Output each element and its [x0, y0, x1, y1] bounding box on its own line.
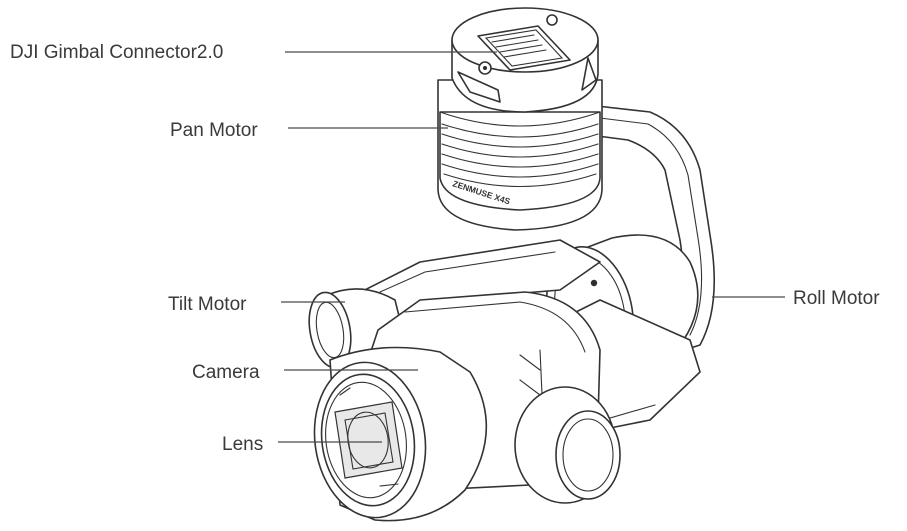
- label-pan-motor-group: Pan Motor: [170, 120, 448, 141]
- label-roll-motor-group: Roll Motor: [712, 288, 880, 309]
- pan-motor-knurling: [441, 123, 599, 187]
- gimbal-connector: [451, 7, 599, 113]
- label-camera-group: Camera: [192, 362, 418, 383]
- side-knob: [514, 386, 621, 504]
- pan-motor: ZENMUSE X4S: [437, 79, 603, 231]
- label-lens: Lens: [222, 434, 263, 455]
- lens-glass: [334, 387, 403, 487]
- label-roll-motor: Roll Motor: [793, 288, 880, 309]
- label-connector: DJI Gimbal Connector2.0: [10, 42, 223, 63]
- label-tilt-motor: Tilt Motor: [168, 294, 247, 315]
- label-connector-group: DJI Gimbal Connector2.0: [10, 42, 497, 63]
- label-tilt-motor-group: Tilt Motor: [168, 294, 345, 315]
- label-lens-group: Lens: [222, 434, 382, 455]
- label-pan-motor: Pan Motor: [170, 120, 258, 141]
- label-camera: Camera: [192, 362, 260, 383]
